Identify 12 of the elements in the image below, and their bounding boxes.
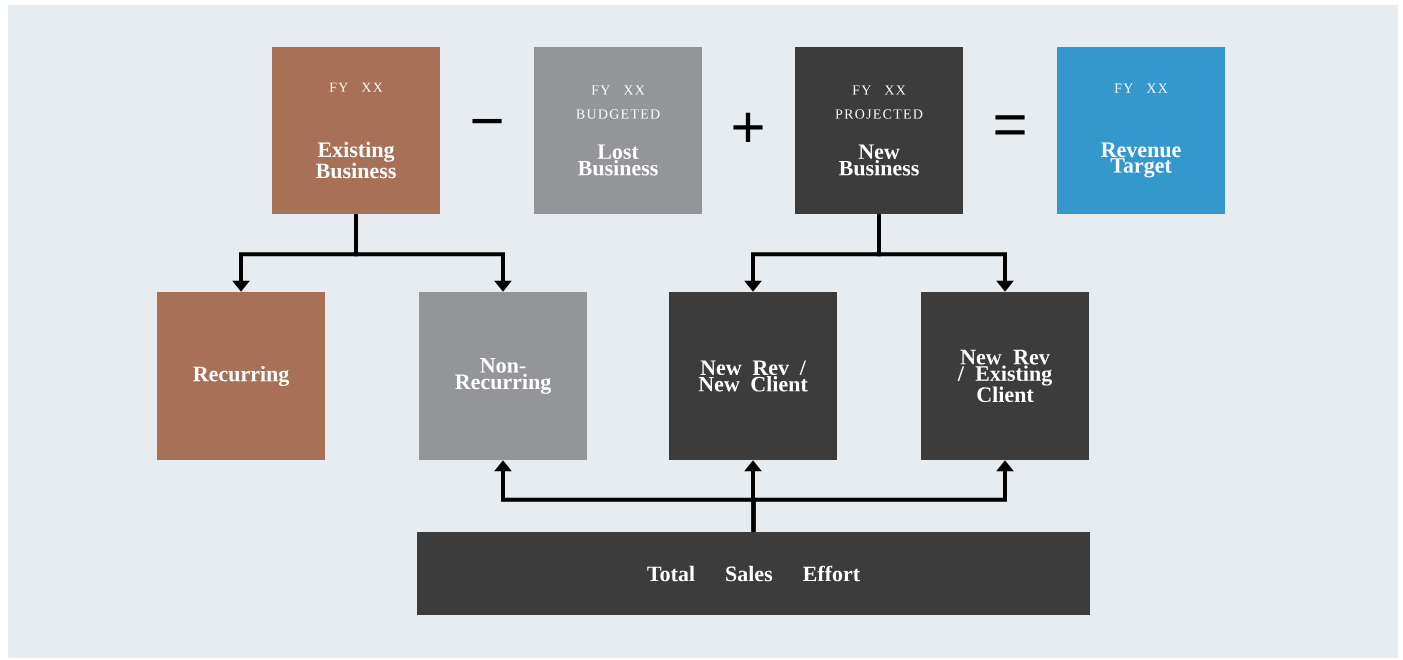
operator-symbol: = [995,115,1025,135]
category-box: FY XX Revenue Target [1057,47,1225,214]
category-box: FY XX PROJECTED New Business [795,47,963,214]
category-box: FY XX BUDGETED Lost Business [534,47,702,214]
category-box: Non-Recurring [419,292,587,460]
category-box: Recurring [157,292,325,460]
operator-symbol: − [472,118,502,124]
category-box: New Rev / New Client [669,292,837,460]
operator-symbol: + [733,112,763,143]
category-box: FY XX Existing Business [272,47,440,214]
category-box: New Rev / Existing Client [921,292,1089,460]
sum-box: Total Sales Effort [417,532,1090,615]
